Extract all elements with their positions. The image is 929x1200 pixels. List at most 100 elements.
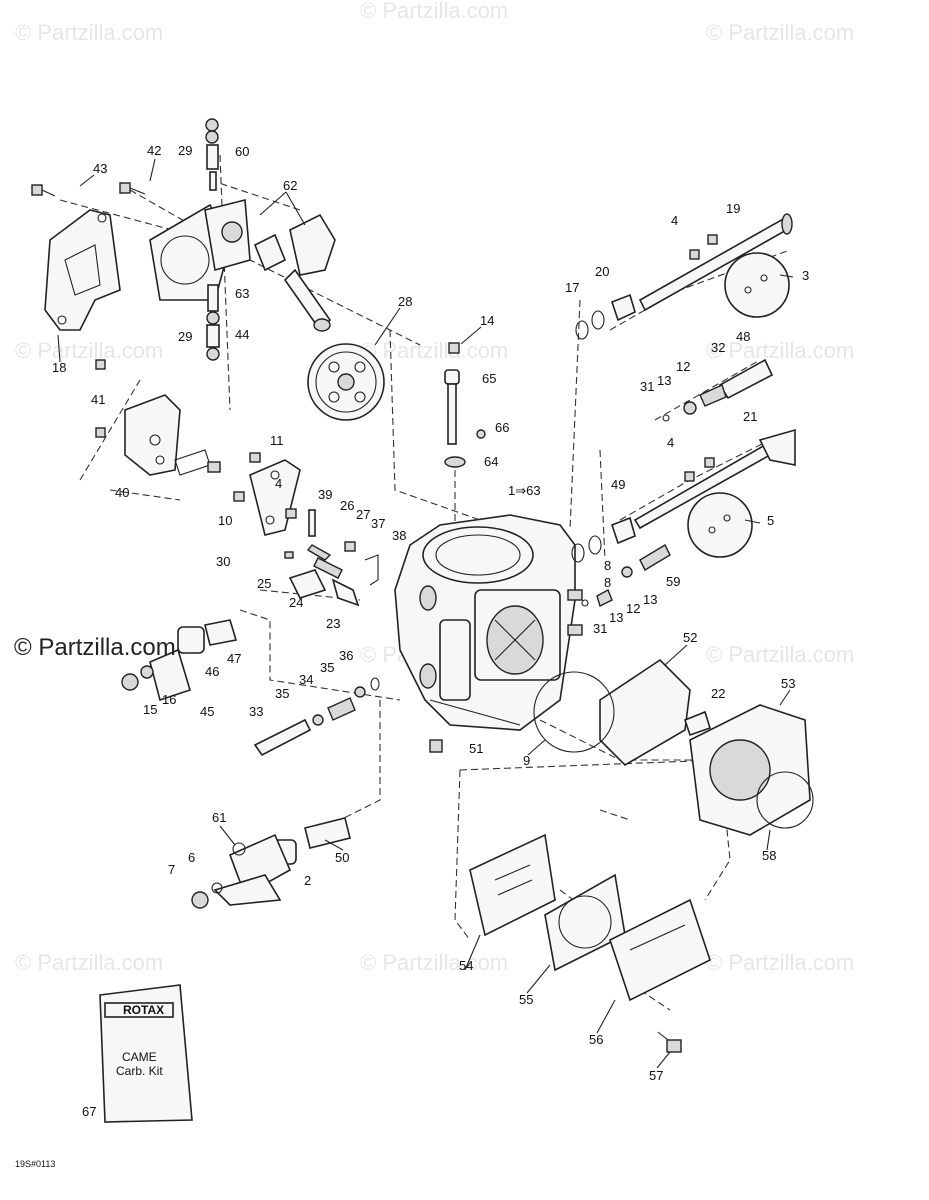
leader-lines [57,158,794,1069]
callout-29: 29 [178,329,192,344]
callout-8: 8 [604,575,611,590]
callout-51: 51 [469,741,483,756]
cover-part-40 [95,359,221,476]
callout-42: 42 [147,143,161,158]
spacer-stack [205,118,220,361]
bottom-gasket-set [469,833,711,1053]
lower-shaft-assembly [571,428,796,563]
actuator-left [121,619,238,702]
callout-21: 21 [743,409,757,424]
callout-13: 13 [609,610,623,625]
callout-55: 55 [519,992,533,1007]
callout-1: 1⇒63 [508,483,541,498]
callout-46: 46 [205,664,219,679]
callout-41: 41 [91,392,105,407]
callout-22: 22 [711,686,725,701]
callout-35: 35 [275,686,289,701]
callout-66: 66 [495,420,509,435]
callout-40: 40 [115,485,129,500]
watermark-text: © Partzilla.com [15,950,163,975]
callout-35: 35 [320,660,334,675]
callout-38: 38 [392,528,406,543]
small-parts-cluster [284,509,379,607]
callout-17: 17 [565,280,579,295]
callout-5: 5 [767,513,774,528]
callout-12: 12 [626,601,640,616]
callout-57: 57 [649,1068,663,1083]
watermark-text: © Partzilla.com [706,950,854,975]
callout-19: 19 [726,201,740,216]
callout-4: 4 [275,476,282,491]
drain-screw-part-51 [429,739,443,753]
bolt-stack [444,342,486,468]
callout-58: 58 [762,848,776,863]
watermark-main: © Partzilla.com [14,634,176,661]
callout-53: 53 [781,676,795,691]
callout-15: 15 [143,702,157,717]
watermark-text: © Partzilla.com [706,338,854,363]
kit-line2: Carb. Kit [116,1064,163,1078]
callout-33: 33 [249,704,263,719]
callout-39: 39 [318,487,332,502]
callout-31: 31 [640,379,654,394]
watermark-text: © Partzilla.com [15,338,163,363]
parts-layer [31,118,814,1123]
callout-52: 52 [683,630,697,645]
callout-26: 26 [340,498,354,513]
needle-screw-33 [253,677,380,757]
carb-kit-book-part-67 [99,984,193,1123]
watermark-text: © Partzilla.com [360,338,508,363]
callout-14: 14 [480,313,494,328]
linkage-assembly [191,817,351,909]
idle-screw-assembly-lower [581,544,671,607]
watermark-text: © Partzilla.com [706,20,854,45]
plate-part-30 [233,452,301,536]
callout-60: 60 [235,144,249,159]
callout-11: 11 [270,433,284,448]
upper-shaft-assembly [575,213,793,340]
callout-62: 62 [283,178,297,193]
callout-47: 47 [227,651,241,666]
callout-63: 63 [235,286,249,301]
callout-16: 16 [162,692,176,707]
callout-20: 20 [595,264,609,279]
carburetor-body-part-1 [394,514,583,731]
callout-10: 10 [218,513,232,528]
callout-24: 24 [289,595,303,610]
callout-36: 36 [339,648,353,663]
callout-13: 13 [643,592,657,607]
pump-cover-assembly [533,658,814,836]
callout-28: 28 [398,294,412,309]
callout-9: 9 [523,753,530,768]
screw-part-43 [31,184,56,197]
callout-32: 32 [711,340,725,355]
callout-4: 4 [667,435,674,450]
callout-61: 61 [212,810,226,825]
callout-18: 18 [52,360,66,375]
callout-2: 2 [304,873,311,888]
callout-12: 12 [676,359,690,374]
kit-line1: CAME [122,1050,157,1064]
drawing-code: 19S#0113 [15,1159,55,1169]
callout-44: 44 [235,327,249,342]
callout-50: 50 [335,850,349,865]
callout-3: 3 [802,268,809,283]
watermark-text: © Partzilla.com [15,20,163,45]
callout-6: 6 [188,850,195,865]
callout-25: 25 [257,576,271,591]
screw-part-42 [119,182,146,195]
callout-67: 67 [82,1104,96,1119]
idle-screw-assembly-upper [662,358,774,422]
callout-64: 64 [484,454,498,469]
throttle-lever-assembly-62 [204,198,336,332]
callout-8: 8 [604,558,611,573]
callout-30: 30 [216,554,230,569]
watermark-text: © Partzilla.com [706,642,854,667]
round-plate-part-28 [307,343,385,421]
callout-37: 37 [371,516,385,531]
bracket-part-18 [44,209,121,331]
watermark-text: © Partzilla.com [360,0,508,23]
callout-labels: 43 42 29 60 62 63 29 44 18 28 14 65 66 6… [14,143,809,1169]
callout-4: 4 [671,213,678,228]
